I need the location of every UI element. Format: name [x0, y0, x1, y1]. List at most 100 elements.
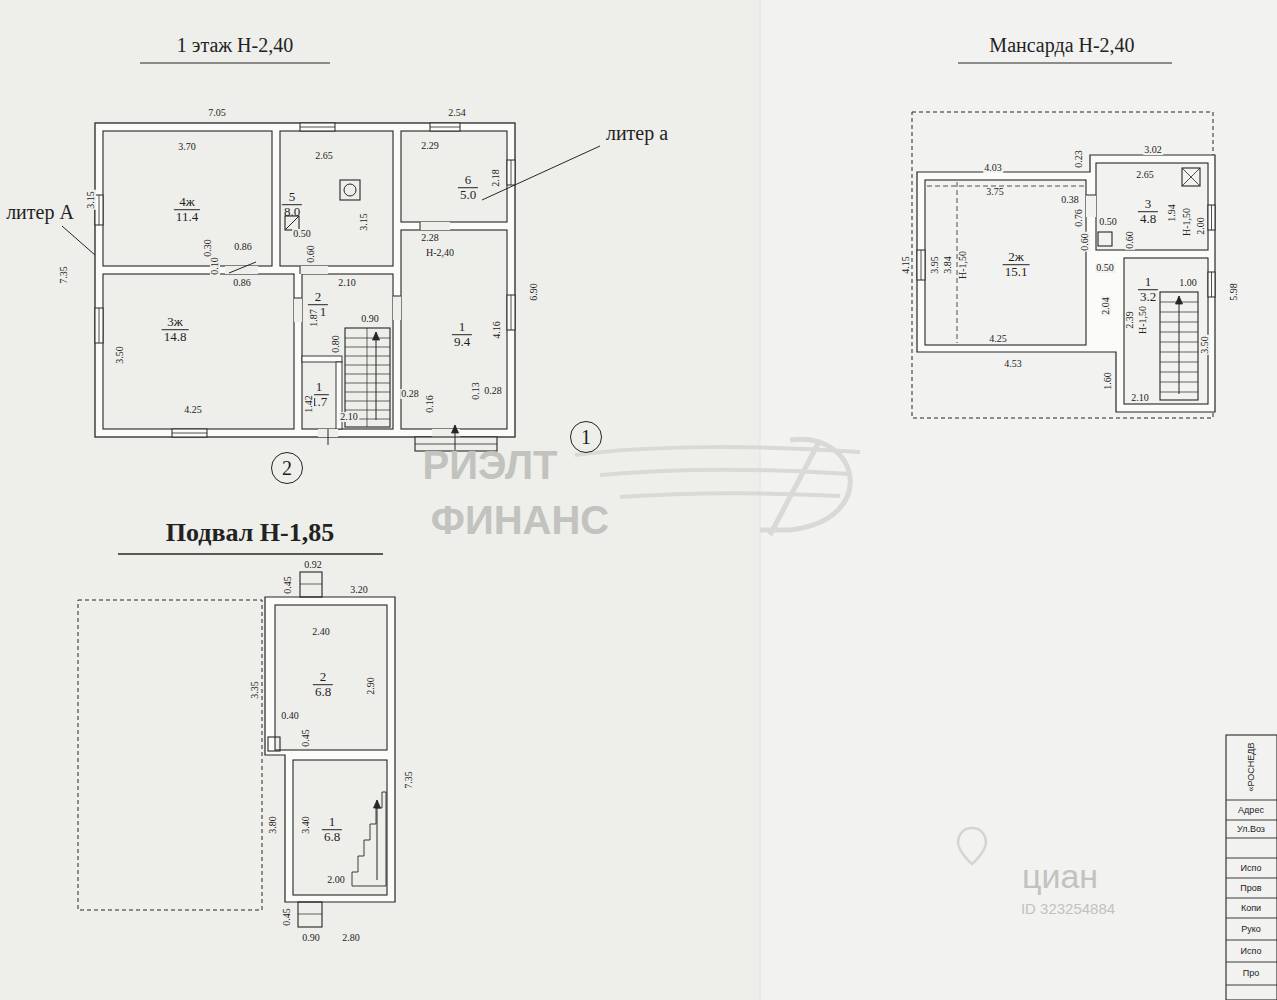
table-rule — [1226, 918, 1277, 919]
dimension: 0.30 — [203, 238, 213, 258]
dimension: 1.94 — [1167, 203, 1177, 223]
dimension: 0.50 — [1098, 217, 1118, 227]
window-symbol — [507, 295, 515, 330]
dimension: 2.29 — [420, 141, 440, 151]
dimension: 4.53 — [1003, 359, 1023, 369]
paper-fold — [760, 0, 761, 1000]
window-symbol — [300, 123, 335, 131]
dimension: 2.80 — [341, 933, 361, 943]
door-opening — [393, 296, 401, 320]
dimension: 0.86 — [233, 242, 253, 252]
watermark-pin — [958, 828, 986, 864]
watermark: циан — [1021, 859, 1099, 893]
table-cell: Пров — [1239, 884, 1262, 893]
watermark-swoosh — [620, 493, 840, 497]
door-jamb — [1086, 195, 1096, 196]
dimension: 6.90 — [529, 282, 539, 302]
watermark-mark — [760, 439, 850, 530]
room-area: 9.4 — [452, 336, 472, 350]
vent-symbol — [268, 737, 280, 751]
room-number: 1 — [309, 380, 329, 395]
dimension: 3.02 — [1143, 145, 1163, 155]
dimension: 3.84 — [943, 255, 953, 275]
dimension: 2.04 — [1101, 296, 1111, 316]
room-floor — [302, 274, 393, 429]
dimension: Н-1,50 — [958, 250, 968, 280]
dimension: 3.20 — [349, 585, 369, 595]
door-jamb — [420, 222, 421, 230]
window-symbol — [917, 250, 925, 280]
dimension: 0.60 — [306, 244, 316, 264]
entrance-tick — [328, 429, 329, 445]
table-rule — [1226, 858, 1277, 859]
window-pane — [1211, 272, 1212, 297]
dimension: 2.39 — [1125, 310, 1135, 330]
room-label: 26.8 — [313, 670, 333, 700]
dimension: Н-1,50 — [1182, 207, 1192, 237]
room-number: 1 — [452, 320, 472, 335]
window-symbol — [95, 308, 103, 343]
table-rule — [1226, 800, 1277, 801]
door-opening — [1086, 195, 1096, 217]
outer-wall — [265, 597, 395, 902]
stair-tread — [345, 347, 390, 348]
building-letter: литер А — [5, 202, 75, 222]
stair-tread — [345, 392, 390, 393]
window-symbol — [507, 160, 515, 185]
room-label: 34.8 — [1138, 197, 1158, 227]
dimension: 4.03 — [983, 163, 1003, 173]
stair-symbol — [352, 792, 386, 886]
house-outline — [78, 600, 262, 910]
dimension: 0.60 — [1125, 230, 1135, 250]
table-rule — [1226, 962, 1277, 963]
stair-arrowhead — [1176, 296, 1183, 304]
dimension: 0.45 — [301, 728, 311, 748]
stair-tread — [345, 356, 390, 357]
window-pane — [172, 433, 207, 434]
room-area: 8.0 — [282, 206, 302, 220]
room-label: 2ж15.1 — [1003, 250, 1030, 280]
room-floor — [401, 131, 507, 222]
room-number: 5 — [282, 190, 302, 205]
window-pane — [1211, 205, 1212, 230]
title-underline — [118, 553, 383, 555]
room-number: 3ж — [162, 315, 189, 330]
room-number: 4ж — [174, 195, 200, 210]
room-floor — [925, 180, 1086, 345]
table-cell: Руко — [1240, 925, 1262, 934]
room-label: 13.2 — [1138, 275, 1158, 305]
room-floor — [1124, 258, 1208, 404]
title-underline — [958, 62, 1172, 63]
dimension: 3.40 — [301, 815, 311, 835]
dimension: 2.10 — [337, 278, 357, 288]
plan-title: Мансарда Н-2,40 — [988, 35, 1135, 55]
flue-symbol — [1098, 232, 1112, 246]
dimension: 1.87 — [309, 308, 319, 328]
stair-tread — [345, 374, 390, 375]
room-area: 5.0 — [458, 189, 478, 203]
room-number: 3 — [1138, 197, 1158, 212]
table-rule — [1226, 940, 1277, 941]
door-jamb — [294, 298, 302, 299]
dimension: 2.10 — [1130, 393, 1150, 403]
window-pane — [430, 127, 460, 128]
table-rule — [1226, 985, 1277, 986]
dimension: 3.15 — [86, 190, 96, 210]
paper-right — [760, 0, 1277, 1000]
table-cell: Испо — [1240, 864, 1263, 873]
window-pane — [921, 250, 922, 280]
dimension: 0.50 — [1095, 263, 1115, 273]
dimension: 0.45 — [283, 575, 293, 595]
dimension: 0.28 — [400, 389, 420, 399]
watermark-swoosh — [600, 470, 850, 475]
watermark-mark — [770, 440, 820, 535]
window-pane — [99, 195, 100, 225]
dimension: 2.40 — [311, 627, 331, 637]
room-floor — [1096, 163, 1208, 250]
room-number: 2 — [308, 290, 328, 305]
hatch-step — [300, 572, 322, 597]
outer-wall — [95, 123, 515, 437]
hatch-step — [298, 902, 322, 927]
room-area: 3.2 — [1138, 291, 1158, 305]
table-cell: Адрес — [1237, 806, 1265, 815]
